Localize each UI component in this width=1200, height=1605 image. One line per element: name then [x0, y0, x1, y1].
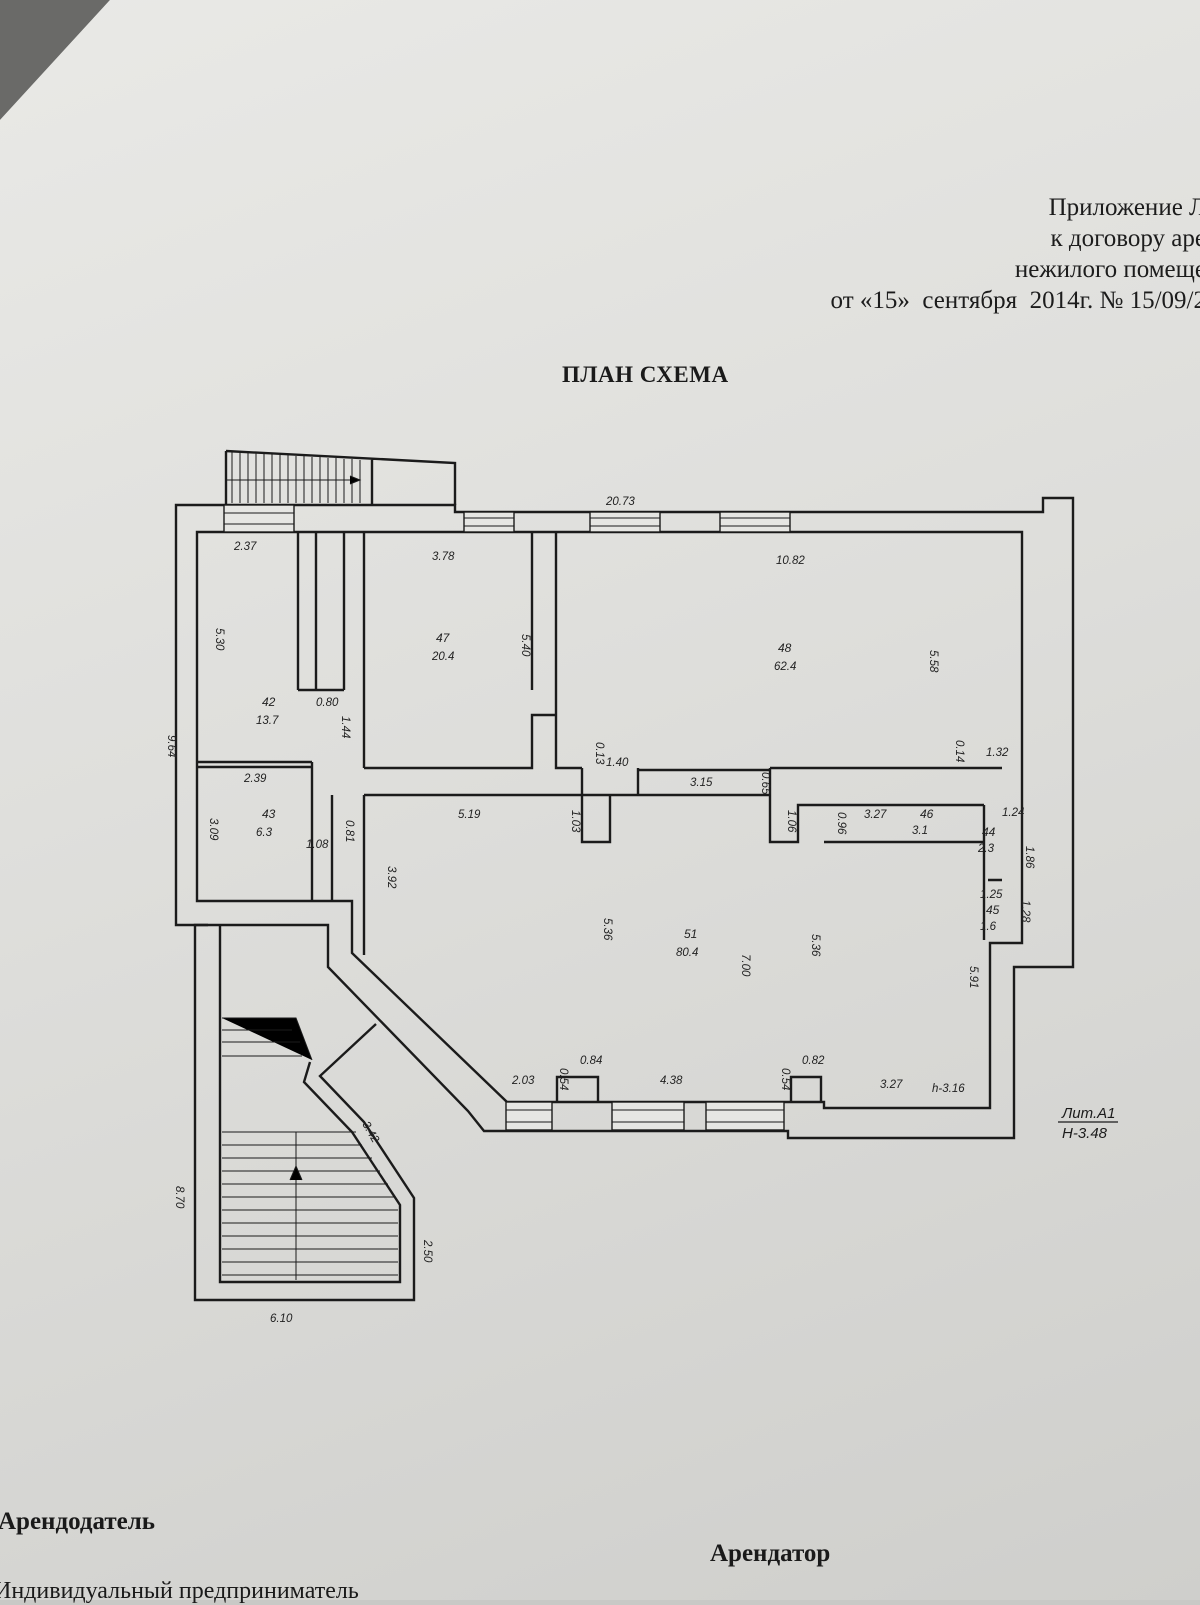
- lit-label: Лит.А1: [1061, 1105, 1115, 1122]
- dim-label: 2.37: [233, 541, 257, 553]
- dim-total-width: 20.73: [605, 496, 635, 508]
- dim-label: 4.38: [660, 1075, 683, 1087]
- window-glazing: [224, 512, 790, 1123]
- room-number: 44: [982, 825, 996, 839]
- room-area: 13.7: [256, 715, 279, 727]
- dim-label: 0.54: [557, 1068, 569, 1090]
- dim-label: 1.24: [1002, 807, 1024, 819]
- dim-label: 1.32: [986, 747, 1009, 759]
- dim-label: 0.54: [779, 1068, 791, 1090]
- lower-stair-walls: [193, 923, 416, 1302]
- top-stair-treads: [226, 452, 361, 503]
- entrepreneur-label: Индивидуальный предприниматель: [0, 1578, 359, 1604]
- dim-label: 1.44: [339, 716, 351, 738]
- dim-label: 5.40: [519, 634, 531, 657]
- dim-label: 0.82: [802, 1055, 825, 1067]
- dim-label: 0.65: [759, 772, 771, 795]
- height-label: Н-3.48: [1062, 1125, 1108, 1142]
- exterior-wall-inner: [195, 530, 1024, 1110]
- top-stair-outline: [224, 449, 457, 505]
- room-area: 3.1: [912, 825, 928, 837]
- dim-label: 5.19: [458, 809, 481, 821]
- dim-label: 3.27: [880, 1079, 903, 1091]
- window: [589, 511, 661, 533]
- dim-label: 1.03: [569, 810, 581, 833]
- tenant-label: Арендатор: [710, 1540, 831, 1567]
- room-number: 46: [920, 807, 934, 821]
- appendix-header: Приложение Л к договору аре нежилого пом…: [831, 192, 1200, 316]
- room-area: 80.4: [676, 947, 698, 959]
- room-area: 2.3: [977, 843, 995, 855]
- dim-label: 9.64: [165, 735, 177, 757]
- room-area: 6.3: [256, 827, 273, 839]
- room-number: 48: [778, 641, 792, 655]
- lower-stair-treads: [222, 1017, 398, 1280]
- dim-label: 0.81: [343, 820, 355, 842]
- bottom-pier-walls: [555, 1075, 823, 1102]
- dim-label: 8.70: [173, 1186, 185, 1209]
- room-number: 51: [684, 927, 697, 941]
- dim-label: 0.14: [953, 740, 965, 762]
- dim-label: 2.39: [243, 773, 267, 785]
- dim-label: 3.92: [385, 866, 397, 889]
- top-stair-arrow: [349, 475, 362, 485]
- dim-label: 0.13: [593, 742, 605, 765]
- dim-label: 3.15: [690, 777, 713, 789]
- dim-label: 6.10: [270, 1313, 293, 1325]
- dim-label: 1.28: [1019, 900, 1031, 923]
- dim-label: 5.36: [601, 918, 613, 941]
- dim-label: h-3.16: [932, 1083, 965, 1095]
- window: [719, 511, 791, 533]
- appendix-line: от «15» сентября 2014г. № 15/09/2: [830, 287, 1200, 314]
- dim-label: 5.91: [967, 966, 979, 988]
- dim-label: 7.00: [739, 954, 751, 977]
- room-area: 62.4: [774, 661, 796, 673]
- partition-walls: [197, 532, 1002, 955]
- window: [705, 1101, 785, 1131]
- room-area: 20.4: [431, 651, 454, 663]
- dim-label: 1.25: [980, 889, 1003, 901]
- dim-label: 3.09: [207, 818, 219, 841]
- dim-label: 5.30: [213, 628, 225, 651]
- dim-label: 10.82: [776, 555, 805, 567]
- dim-label: 0.80: [316, 697, 339, 709]
- dim-label: 1.08: [306, 839, 329, 851]
- dim-label: 0.84: [580, 1055, 602, 1067]
- landlord-label: Арендодатель: [0, 1508, 156, 1535]
- room-number: 43: [262, 807, 276, 821]
- dim-label: 3.27: [864, 809, 887, 821]
- room-number: 45: [986, 903, 1000, 917]
- appendix-line: к договору аре: [1050, 225, 1200, 252]
- dim-label: 5.36: [809, 934, 821, 957]
- window: [223, 504, 295, 533]
- room-number: 42: [262, 695, 276, 709]
- room-number: 47: [436, 631, 451, 645]
- dim-label: 5.58: [927, 650, 939, 673]
- dim-label: 2.03: [511, 1075, 535, 1087]
- window: [463, 511, 515, 533]
- dim-label: 2.50: [421, 1239, 433, 1263]
- dim-label: 1.40: [606, 757, 629, 769]
- dim-label: 3.78: [432, 551, 455, 563]
- window: [611, 1101, 685, 1131]
- room-area: 1.6: [980, 921, 997, 933]
- exterior-wall-outer: [174, 496, 1075, 1140]
- dim-label: 1.06: [785, 810, 797, 833]
- appendix-line: Приложение Л: [1048, 194, 1200, 221]
- appendix-line: нежилого помеще: [1014, 256, 1200, 283]
- dim-label: 0.96: [835, 812, 847, 835]
- document-title: ПЛАН СХЕМА: [562, 362, 729, 387]
- dim-label: 1.86: [1023, 846, 1035, 869]
- window: [505, 1101, 553, 1131]
- lower-stair-arrow: [289, 1164, 303, 1181]
